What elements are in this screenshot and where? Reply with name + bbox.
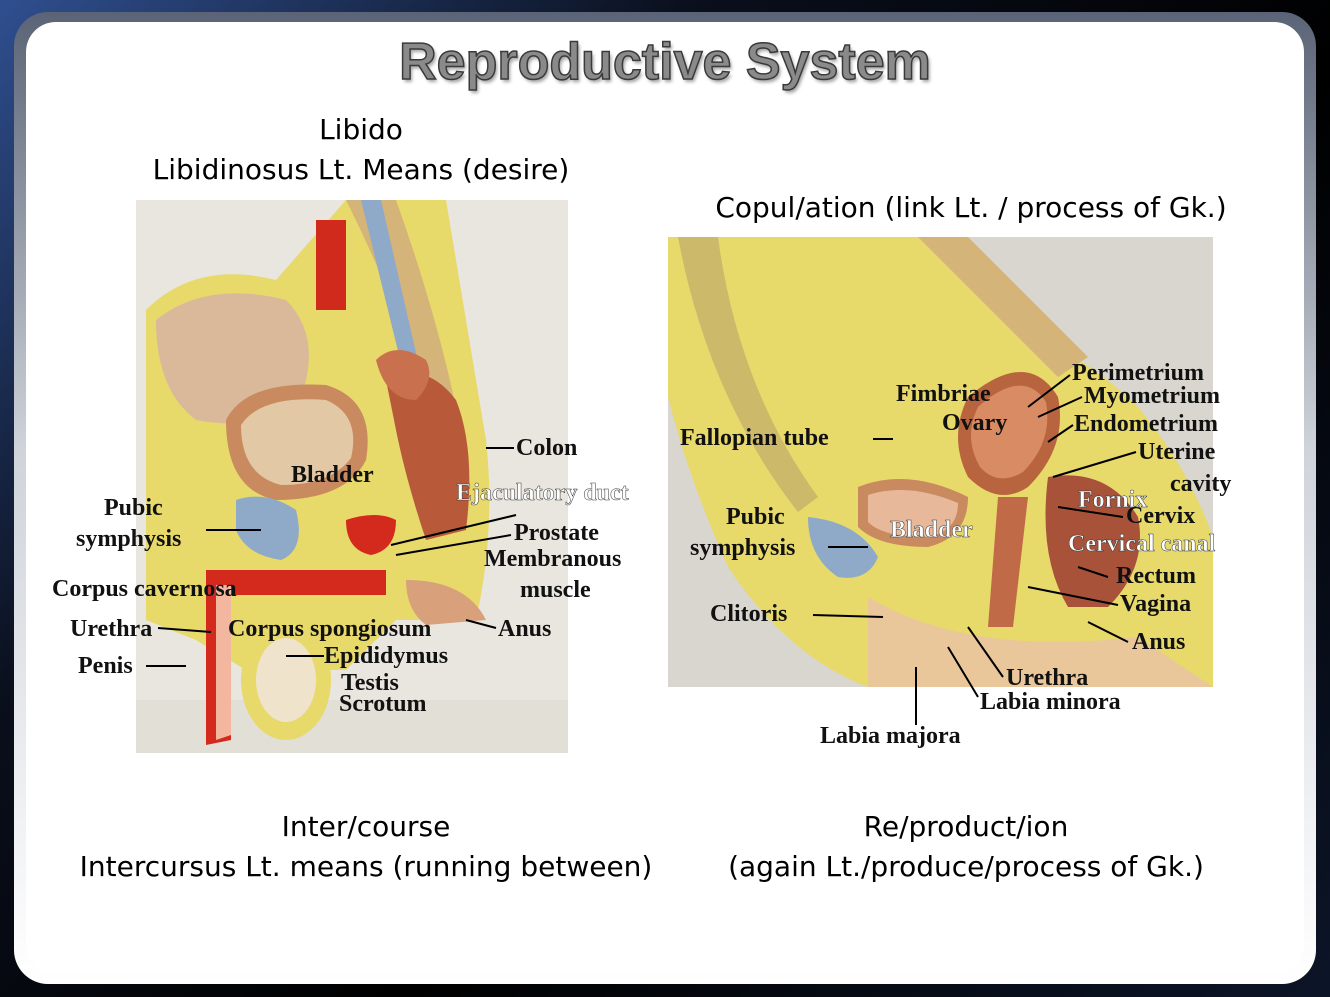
- female-leader-clitoris: [812, 614, 884, 618]
- female-label-pubic: Pubic: [726, 504, 785, 530]
- female-label-cervical-canal: Cervical canal: [1068, 531, 1216, 557]
- male-label-testis: Testis: [341, 670, 399, 696]
- left-top-line1: Libido: [319, 113, 403, 146]
- female-label-fimbriae: Fimbriae: [896, 381, 991, 407]
- male-label-ejaculatory-duct: Ejaculatory duct: [456, 480, 629, 506]
- male-label-muscle: muscle: [520, 577, 591, 603]
- female-leader-urethra: [967, 626, 1004, 678]
- female-leader-labia-minora: [947, 646, 979, 698]
- male-label-pubic: Pubic: [104, 495, 163, 521]
- female-leader-endometrium: [1047, 424, 1074, 443]
- female-label-fallopian-tube: Fallopian tube: [680, 425, 829, 451]
- right-bottom-line2: (again Lt./produce/process of Gk.): [728, 850, 1204, 883]
- male-label-bladder: Bladder: [291, 462, 374, 488]
- male-leader-urethra: [157, 627, 212, 633]
- male-label-penis: Penis: [78, 653, 133, 679]
- female-label-urethra: Urethra: [1006, 665, 1088, 691]
- right-bottom-line1: Re/product/ion: [863, 810, 1069, 843]
- female-leader-anus: [1087, 621, 1129, 643]
- left-bottom-line2: Intercursus Lt. means (running between): [79, 850, 653, 883]
- male-label-corpus-cavernosa: Corpus cavernosa: [52, 576, 237, 602]
- male-leader-ejaculatory: [390, 514, 517, 546]
- left-top-line2: Libidinosus Lt. Means (desire): [152, 153, 570, 186]
- male-anatomy-image: Colon Bladder Ejaculatory duct Pubic sym…: [46, 200, 666, 775]
- male-label-anus: Anus: [498, 616, 551, 642]
- female-label-endometrium: Endometrium: [1074, 411, 1218, 437]
- female-label-uterine: Uterine: [1138, 439, 1216, 465]
- female-label-vagina: Vagina: [1120, 591, 1191, 617]
- male-label-prostate: Prostate: [514, 520, 599, 546]
- male-leader-prostate: [395, 534, 512, 556]
- male-label-epididymus: Epididymus: [324, 643, 448, 669]
- female-label-fornix: Fornix: [1078, 487, 1147, 513]
- left-bottom-caption: Inter/course Intercursus Lt. means (runn…: [46, 807, 686, 887]
- female-label-clitoris: Clitoris: [710, 601, 787, 627]
- female-label-labia-majora: Labia majora: [820, 723, 961, 749]
- female-leader-cervix: [1057, 506, 1124, 518]
- female-leader-perimetrium: [1027, 374, 1071, 408]
- male-label-scrotum: Scrotum: [339, 691, 427, 717]
- female-label-labia-minora: Labia minora: [980, 689, 1121, 715]
- male-label-symphysis: symphysis: [76, 526, 181, 552]
- female-label-bladder: Bladder: [890, 517, 973, 543]
- female-label-symphysis: symphysis: [690, 535, 795, 561]
- female-label-cavity: cavity: [1170, 471, 1231, 497]
- female-leader-vagina: [1027, 586, 1119, 606]
- right-top-line1: Copul/ation (link Lt. / process of Gk.): [715, 191, 1227, 224]
- slide-title: Reproductive System: [398, 32, 931, 92]
- left-bottom-line1: Inter/course: [281, 810, 451, 843]
- male-label-urethra: Urethra: [70, 616, 152, 642]
- female-label-anus: Anus: [1132, 629, 1185, 655]
- male-leader-anus: [465, 619, 497, 629]
- female-leader-myometrium: [1037, 396, 1083, 418]
- male-label-membranous: Membranous: [484, 546, 621, 572]
- right-top-caption: Copul/ation (link Lt. / process of Gk.): [686, 188, 1256, 228]
- female-leader-rectum: [1077, 566, 1109, 578]
- female-leader-uterine: [1052, 451, 1137, 478]
- male-label-colon: Colon: [516, 435, 577, 461]
- slide: Reproductive System Libido Libidinosus L…: [26, 22, 1304, 974]
- female-label-myometrium: Myometrium: [1084, 383, 1220, 409]
- left-top-caption: Libido Libidinosus Lt. Means (desire): [136, 110, 586, 190]
- female-label-perimetrium: Perimetrium: [1072, 360, 1204, 386]
- right-bottom-caption: Re/product/ion (again Lt./produce/proces…: [696, 807, 1236, 887]
- female-label-ovary: Ovary: [942, 410, 1007, 436]
- female-label-rectum: Rectum: [1116, 563, 1196, 589]
- male-label-corpus-spongiosum: Corpus spongiosum: [228, 616, 431, 642]
- female-anatomy-image: Perimetrium Fimbriae Myometrium Ovary En…: [668, 237, 1293, 752]
- female-label-cervix: Cervix: [1126, 503, 1195, 529]
